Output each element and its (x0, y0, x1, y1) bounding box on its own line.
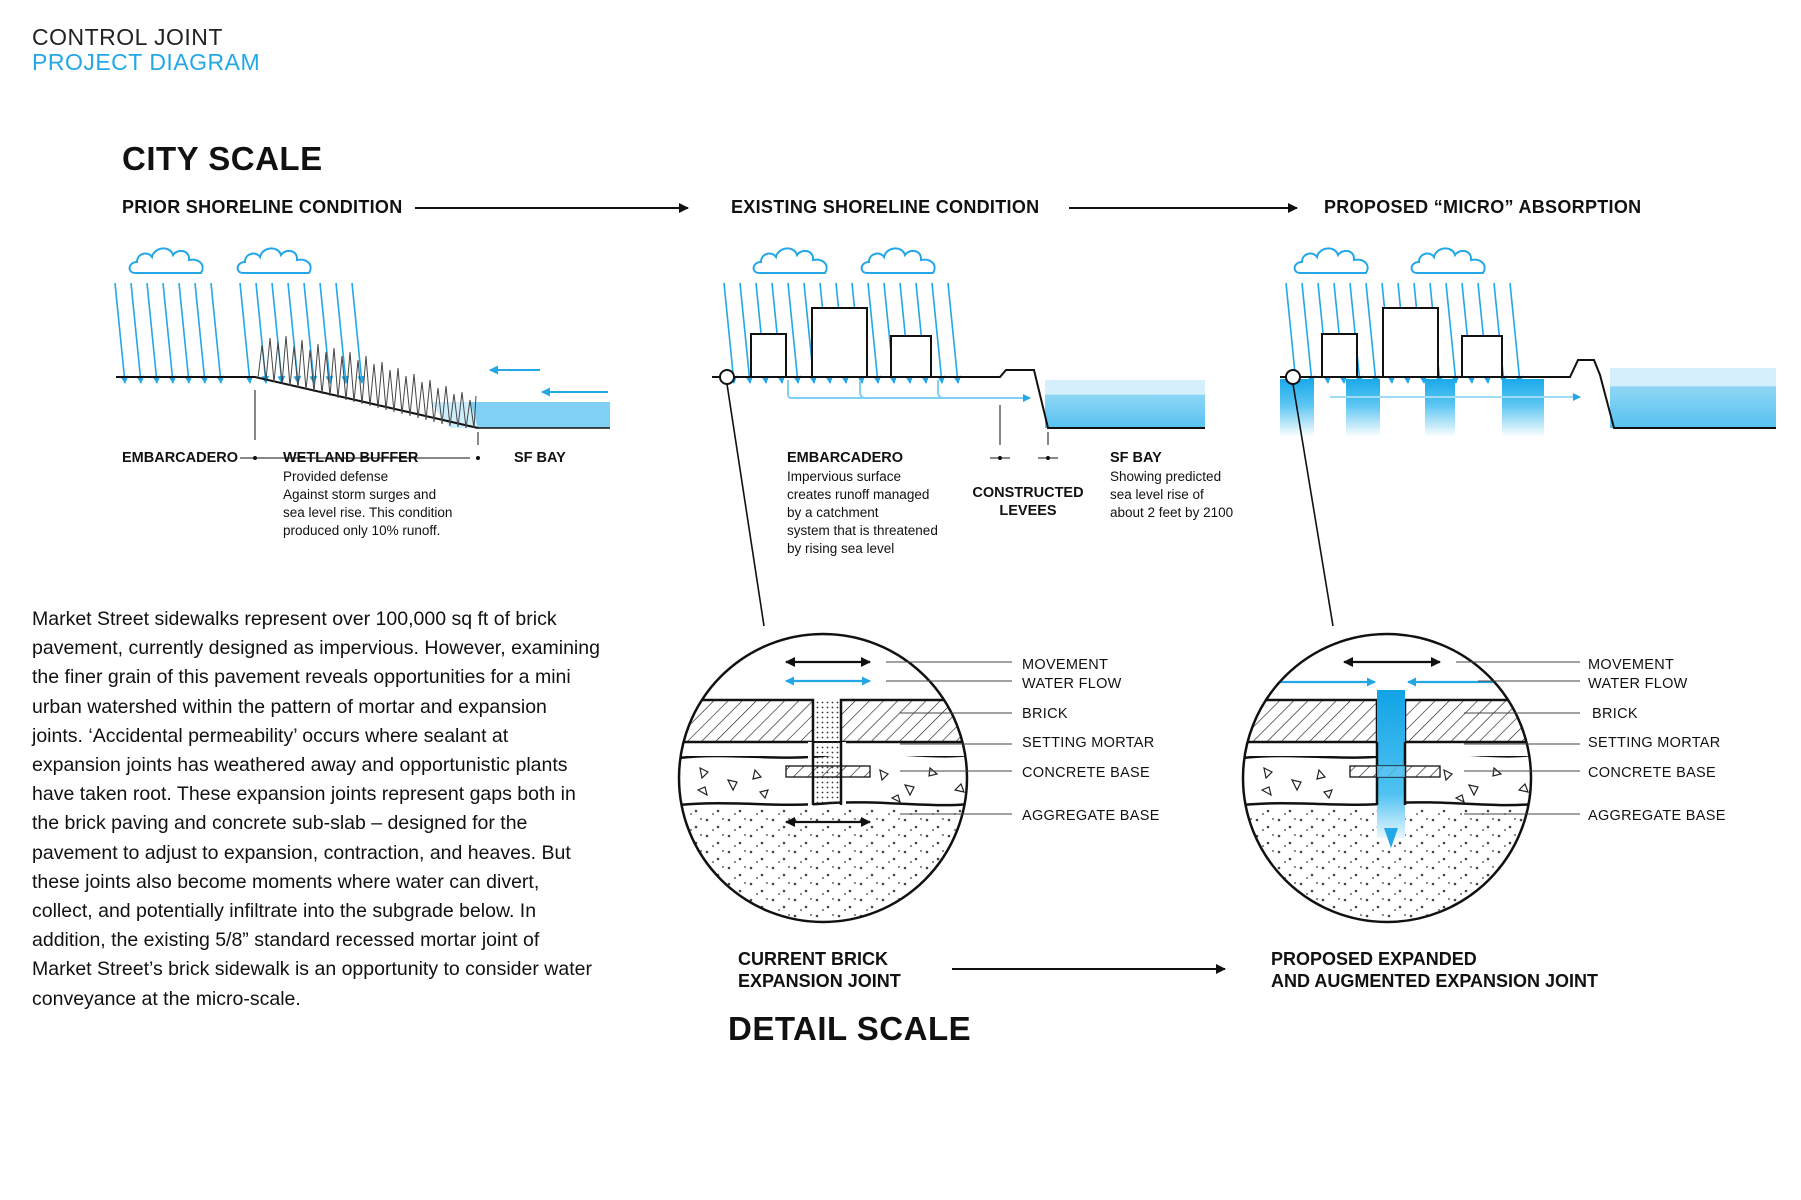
wetland-buffer-note: Provided defense Against storm surges an… (283, 469, 453, 538)
prior-sf-bay-label: SF BAY (514, 450, 566, 466)
diagram-subtitle: PROJECT DIAGRAM (32, 49, 261, 75)
existing-shoreline-section (712, 247, 1205, 627)
prior-bay-water (470, 402, 610, 428)
constructed-levees-label: CONSTRUCTED LEVEES (972, 485, 1084, 519)
existing-ground-line (712, 369, 1205, 429)
detail-callout-marker (1285, 369, 1301, 385)
proposed-condition-label: PROPOSED “MICRO” ABSORPTION (1324, 197, 1642, 217)
legend-movement-right: MOVEMENT (1588, 657, 1675, 673)
existing-embarcadero-label: EMBARCADERO (787, 450, 903, 466)
existing-bay-water (1045, 380, 1205, 428)
body-paragraph: Market Street sidewalks represent over 1… (32, 608, 600, 1010)
cloud-icon (236, 247, 312, 275)
proposed-ground-line (1280, 359, 1776, 429)
proposed-joint-caption: PROPOSED EXPANDED AND AUGMENTED EXPANSIO… (1271, 949, 1599, 991)
existing-sf-bay-label: SF BAY (1110, 450, 1162, 466)
prior-shoreline-section (115, 247, 610, 460)
legend-aggregate-base-right: AGGREGATE BASE (1588, 808, 1726, 824)
water-channel (1377, 690, 1405, 838)
proposed-bay-water (1610, 368, 1776, 428)
legend-aggregate-base-left: AGGREGATE BASE (1022, 808, 1160, 824)
legend-concrete-base-left: CONCRETE BASE (1022, 765, 1150, 781)
current-joint-caption: CURRENT BRICK EXPANSION JOINT (738, 949, 901, 991)
cloud-icon (128, 247, 204, 275)
cloud-icon (860, 247, 936, 275)
wetland-grass (257, 335, 477, 429)
prior-ground-line (116, 376, 479, 429)
prior-condition-label: PRIOR SHORELINE CONDITION (122, 197, 403, 217)
catchment-pipes (787, 380, 1010, 399)
legend-water-flow-left: WATER FLOW (1022, 676, 1122, 692)
building (1461, 335, 1503, 378)
legend-setting-mortar-left: SETTING MORTAR (1022, 735, 1155, 751)
prior-embarcadero-label: EMBARCADERO (122, 450, 238, 466)
building (750, 333, 787, 378)
legend-water-flow-right: WATER FLOW (1588, 676, 1688, 692)
detail-callout-marker (719, 369, 735, 385)
building (1382, 307, 1439, 378)
detail-scale-title: DETAIL SCALE (728, 1010, 972, 1047)
existing-condition-label: EXISTING SHORELINE CONDITION (731, 197, 1040, 217)
current-joint-detail (677, 632, 1012, 924)
existing-sf-bay-note: Showing predicted sea level rise of abou… (1110, 469, 1234, 520)
proposed-joint-detail (1241, 632, 1580, 924)
legend-movement-left: MOVEMENT (1022, 657, 1109, 673)
cloud-icon (1293, 247, 1369, 275)
building (811, 307, 868, 378)
legend-brick-left: BRICK (1022, 706, 1068, 722)
cloud-icon (1410, 247, 1486, 275)
legend-brick-right: BRICK (1592, 706, 1638, 722)
building (1321, 333, 1358, 378)
proposed-absorption-section (1280, 247, 1776, 627)
cloud-icon (752, 247, 828, 275)
city-scale-title: CITY SCALE (122, 140, 323, 177)
legend-setting-mortar-right: SETTING MORTAR (1588, 735, 1721, 751)
building (890, 335, 932, 378)
diagram-title: CONTROL JOINT (32, 24, 223, 50)
legend-concrete-base-right: CONCRETE BASE (1588, 765, 1716, 781)
existing-embarcadero-note: Impervious surface creates runoff manage… (787, 469, 938, 556)
